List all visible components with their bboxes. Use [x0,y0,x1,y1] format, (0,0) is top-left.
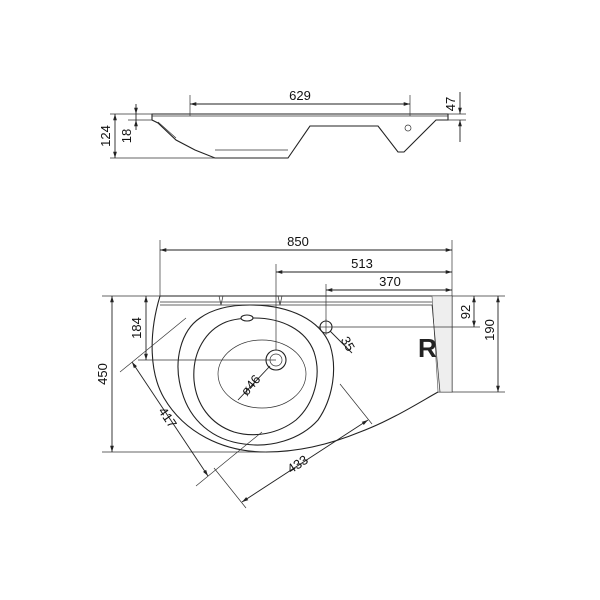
top-view: R 850 513 370 450 184 92 190 35 [95,234,505,509]
dim-tap-offset: 92 [458,305,473,319]
dim-to-tap: 370 [379,274,401,289]
basin-bowl [193,317,318,436]
dim-deck-depth: 190 [482,319,497,341]
dim-to-drain: 513 [351,256,373,271]
dim-tap-hole: 35 [338,334,358,354]
side-tap-hole [404,124,412,132]
dim-length-side: 629 [289,88,311,103]
orientation-label: R [418,333,437,363]
dim-width: 850 [287,234,309,249]
dim-basin-width: 433 [284,452,310,476]
dim-rim-side: 47 [443,97,458,111]
side-view: 629 124 18 47 [98,88,466,159]
side-profile [151,113,449,159]
dim-basin-offset: 184 [129,317,144,339]
dim-depth: 450 [95,363,110,385]
overflow-hole [240,314,254,322]
dim-thickness-side: 18 [119,129,134,143]
dim-height-side: 124 [98,125,113,147]
